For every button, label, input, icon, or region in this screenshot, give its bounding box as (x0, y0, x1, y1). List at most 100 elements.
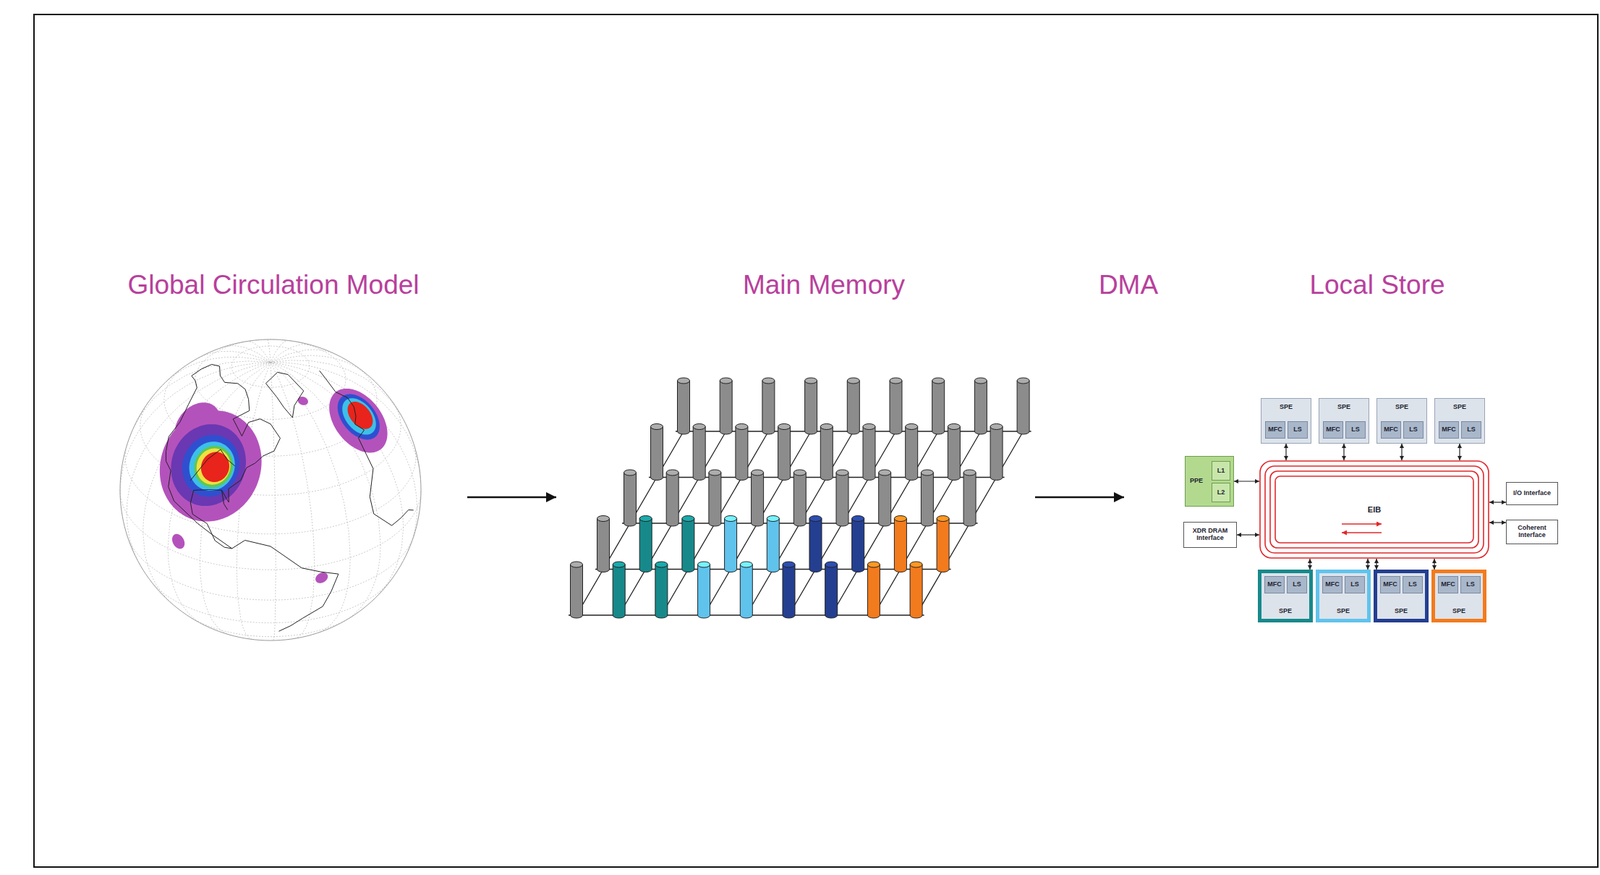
box-text: LS (1466, 580, 1475, 589)
memory-cylinder (639, 518, 652, 573)
eib-ring-line (1265, 465, 1484, 553)
memory-cylinder (766, 518, 780, 573)
model-field (194, 445, 233, 487)
spe-box: SPEMFCLS (1434, 397, 1485, 444)
box-text: LS (1408, 580, 1417, 589)
interface-box: Coherent Interface (1505, 519, 1559, 544)
bus-connector (1309, 558, 1310, 570)
memory-cylinder-top (698, 561, 711, 568)
memory-cylinder-top (682, 515, 695, 522)
memory-cylinder (570, 564, 584, 618)
memory-cylinder (692, 426, 706, 481)
spe-box: SPEMFCLS (1376, 397, 1428, 444)
bus-connector (1233, 480, 1260, 482)
memory-cylinder-top (639, 515, 652, 522)
bus-connector (1343, 443, 1344, 461)
mfc-ls-box: LS (1345, 420, 1366, 439)
memory-cylinder-top (739, 561, 753, 568)
mfc-ls-box: LS (1403, 420, 1424, 439)
memory-cylinder (820, 426, 833, 481)
memory-cylinder (778, 426, 791, 481)
memory-cylinder (698, 564, 711, 618)
memory-cylinder (655, 564, 668, 618)
memory-cylinder-top (666, 469, 679, 476)
memory-cylinder-top (867, 561, 880, 568)
memory-cylinder (682, 518, 695, 573)
memory-cylinder (724, 518, 738, 573)
mfc-ls-box: MFC (1380, 575, 1401, 594)
memory-cylinder-top (909, 561, 923, 568)
box-text: MFC (1325, 580, 1340, 589)
memory-cylinder-top (963, 469, 976, 476)
mfc-ls-box: MFC (1322, 420, 1344, 439)
memory-cylinder (708, 472, 722, 526)
spe-box: SPEMFCLS (1431, 569, 1487, 623)
spe-box: SPEMFCLS (1260, 397, 1312, 444)
bus-connector (1401, 443, 1402, 461)
memory-cylinder-top (805, 377, 818, 384)
box-text: SPE (1278, 607, 1292, 615)
model-field (172, 533, 185, 549)
memory-cylinder-top (724, 515, 738, 522)
box-text: MFC (1440, 580, 1456, 589)
memory-cylinder-top (624, 469, 637, 476)
grid-line (916, 431, 1024, 615)
memory-cylinder (920, 472, 934, 526)
bus-connector (1367, 558, 1368, 570)
box-text: MFC (1267, 426, 1283, 434)
flow-arrow (467, 496, 557, 499)
box-text: SPE (1394, 607, 1408, 615)
box-text: LS (1293, 426, 1302, 434)
memory-cylinder-top (778, 423, 791, 430)
mfc-ls-box: MFC (1438, 420, 1459, 439)
memory-cylinder-top (612, 561, 625, 568)
mfc-ls-box: LS (1344, 575, 1365, 594)
box-text: Coherent Interface (1508, 524, 1556, 539)
memory-cylinder (878, 472, 892, 526)
memory-cylinder-top (825, 561, 838, 568)
memory-cylinder-top (719, 377, 733, 384)
memory-cylinder-top (894, 515, 907, 522)
mfc-ls-box: MFC (1265, 420, 1286, 439)
memory-cylinder (666, 472, 679, 526)
box-text: SPE (1336, 607, 1350, 615)
memory-cylinder-top (820, 423, 833, 430)
box-text: I/O Interface (1513, 489, 1551, 497)
memory-cylinder (825, 564, 838, 618)
model-field (337, 394, 380, 440)
memory-cylinder-top (677, 377, 691, 384)
memory-cylinder (852, 518, 865, 573)
eib-ring-line (1270, 470, 1479, 548)
memory-cylinder (905, 426, 918, 481)
box-text: MFC (1267, 580, 1282, 589)
memory-cylinder (990, 426, 1003, 481)
box-text: PPE (1189, 477, 1203, 485)
memory-cylinder (1016, 380, 1030, 434)
box-text: MFC (1383, 580, 1398, 589)
interface-box: I/O Interface (1505, 481, 1559, 505)
memory-cylinder (612, 564, 625, 618)
flow-arrow (1035, 496, 1125, 499)
memory-cylinder (805, 380, 818, 434)
memory-cylinder (809, 518, 822, 573)
memory-cylinder (932, 380, 945, 434)
mfc-ls-box: MFC (1264, 575, 1285, 594)
mfc-ls-box: MFC (1322, 575, 1343, 594)
memory-cylinder-top (1016, 377, 1030, 384)
memory-cylinder (793, 472, 806, 526)
memory-cylinder-top (889, 377, 902, 384)
bus-connector (1458, 443, 1460, 461)
memory-cylinder-top (735, 423, 748, 430)
memory-cylinder-top (570, 561, 584, 568)
memory-cylinder (947, 426, 960, 481)
memory-cylinder-top (905, 423, 918, 430)
memory-cylinder (782, 564, 795, 618)
graticule (120, 339, 421, 641)
memory-cylinder (719, 380, 733, 434)
model-field (347, 401, 374, 429)
memory-cylinder-top (852, 515, 865, 522)
box-text: MFC (1325, 426, 1341, 434)
mfc-ls-box: MFC (1380, 420, 1402, 439)
